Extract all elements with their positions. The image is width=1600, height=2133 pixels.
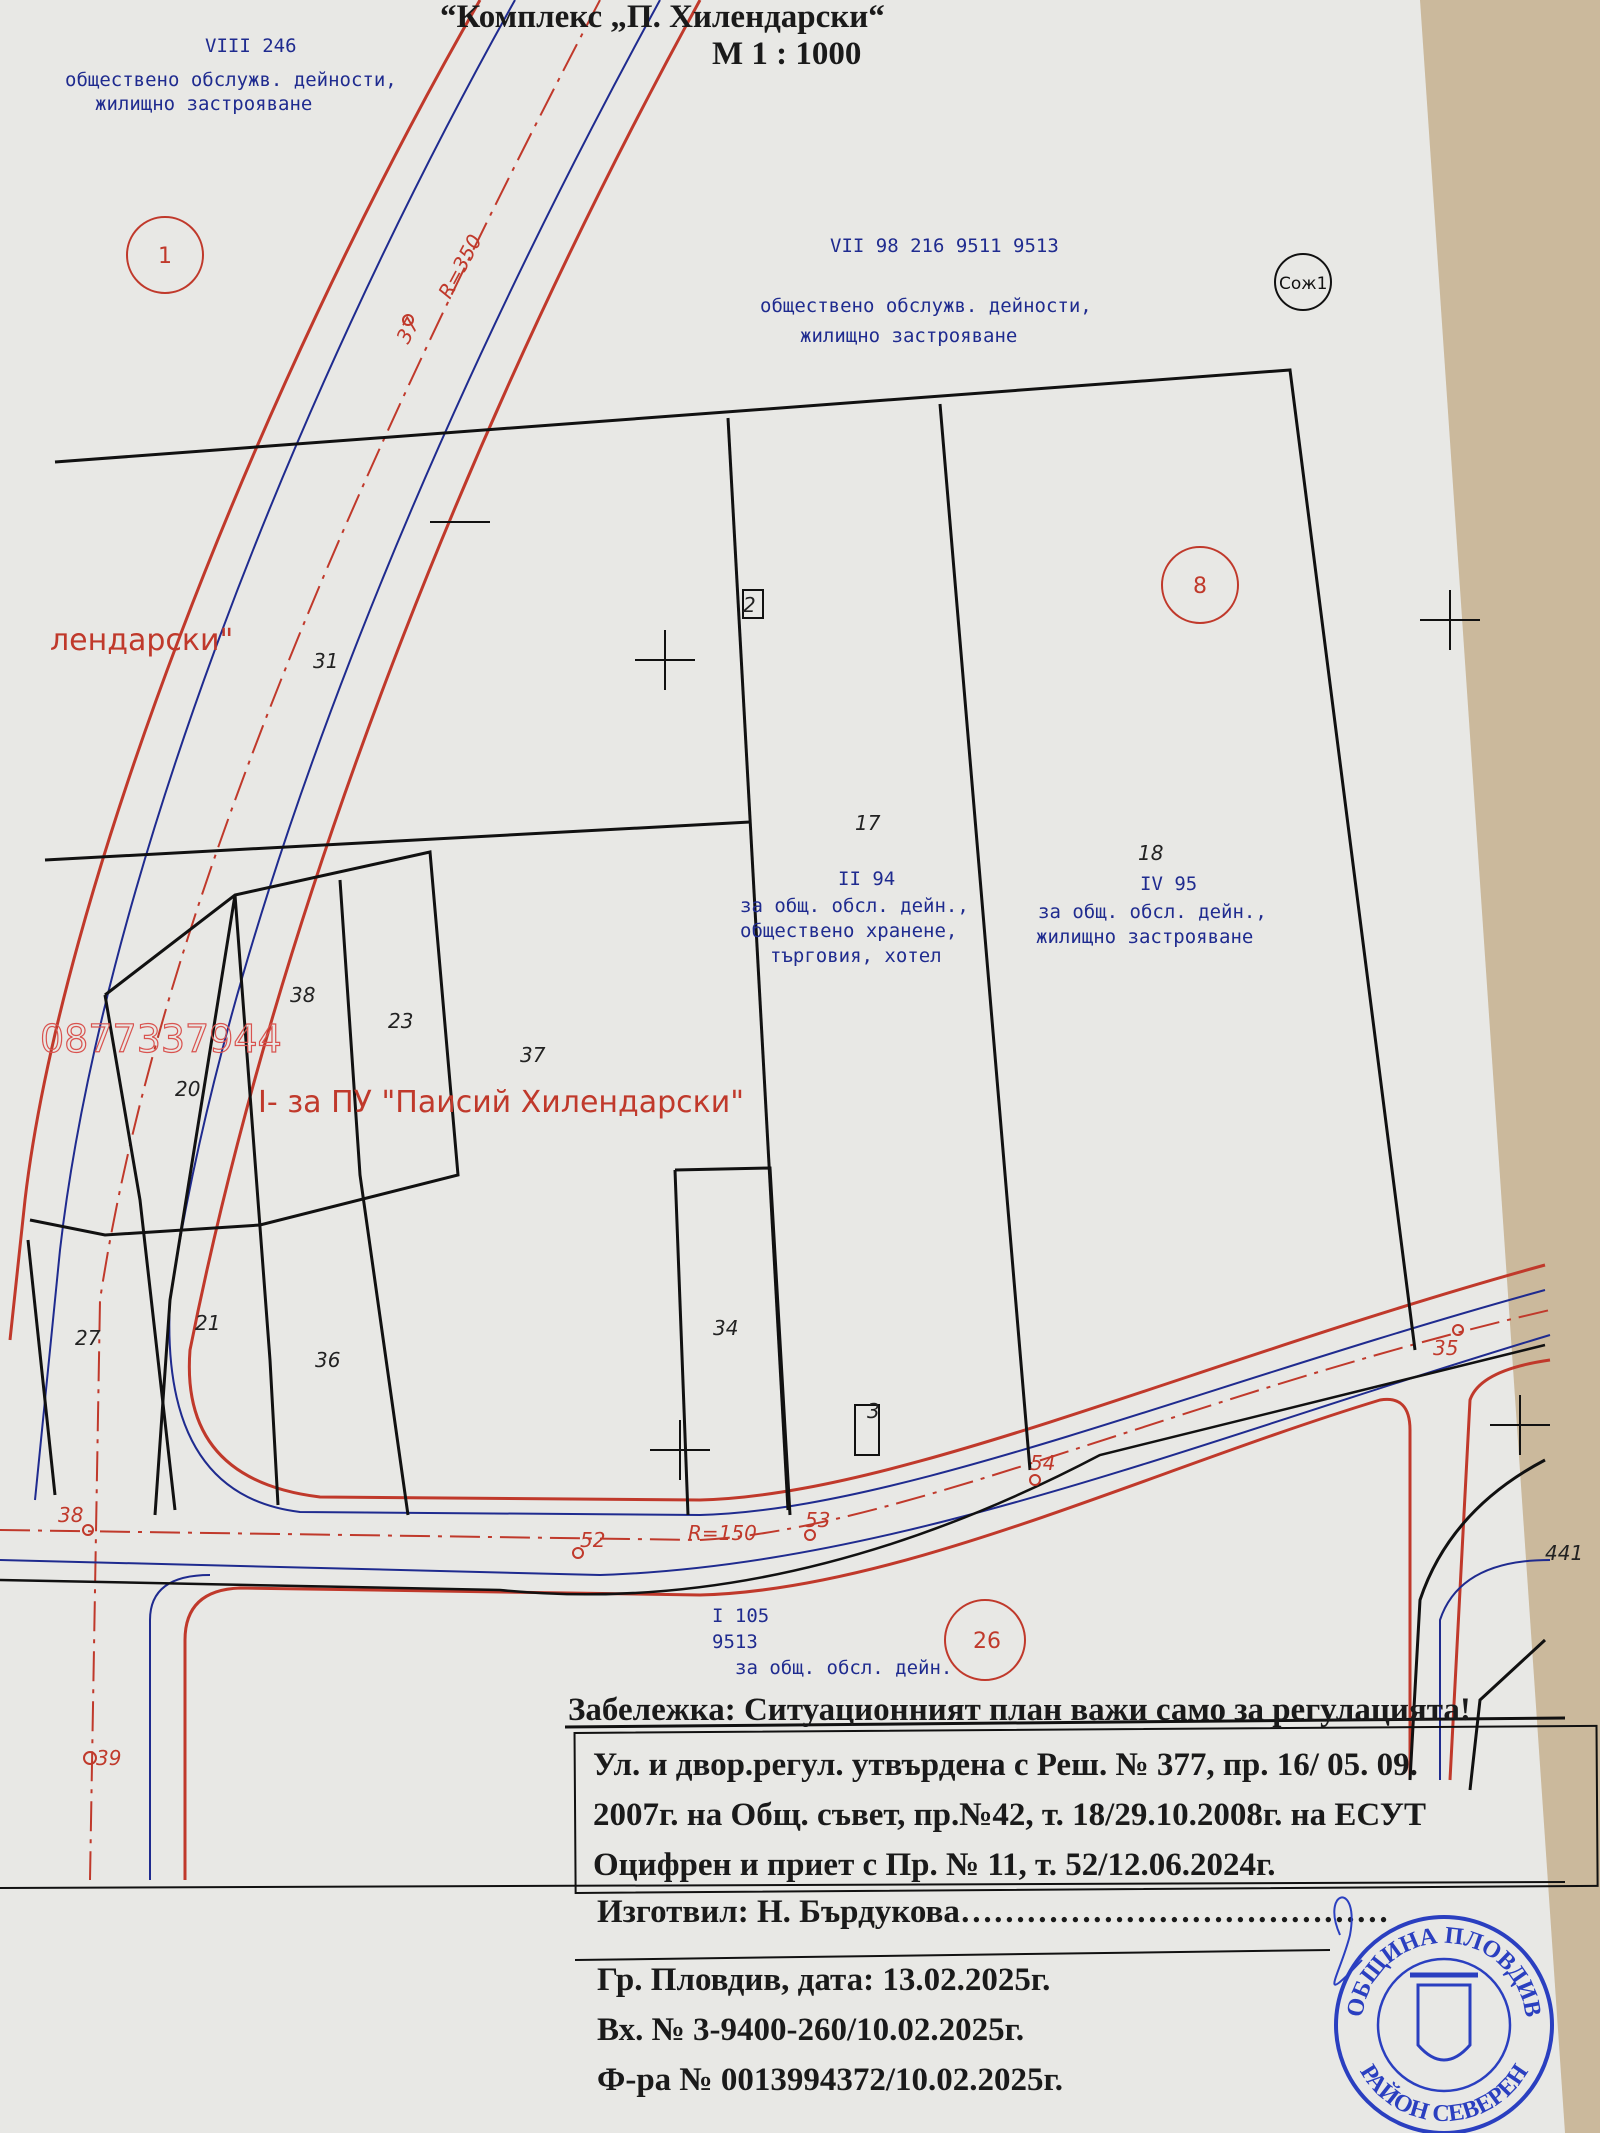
invoice-number: Ф-ра № 0013994372/10.02.2025г. [597, 2062, 1063, 2098]
remark-note: Забележка: Ситуационният план важи само … [568, 1692, 1471, 1728]
road-red-east-2 [1448, 1358, 1551, 1781]
parcel-use: за общ. обсл. дейн., [1038, 901, 1267, 923]
road-red-east [187, 0, 1546, 1502]
parcel-use: обществено обслужв. дейности, [65, 69, 397, 91]
parcel-use: жилищно застрояване [95, 93, 312, 115]
lot-number: 3 [867, 1399, 880, 1423]
road-blue-south [0, 1334, 1551, 1577]
point-number: 441 [1545, 1541, 1583, 1565]
lot-number: 23 [388, 1009, 413, 1033]
road-blue-west [34, 0, 516, 1501]
lot-number: 36 [315, 1348, 340, 1372]
lot-number: 20 [175, 1077, 200, 1101]
parcel-use: жилищно застрояване [800, 325, 1017, 347]
coat-of-arms-icon [1416, 1983, 1472, 2062]
parcel-id: I 105 [712, 1605, 769, 1627]
road-blue-south-2 [149, 1574, 211, 1880]
place-date: Гр. Пловдив, дата: 13.02.2025г. [597, 1962, 1050, 1998]
note-line: Ул. и двор.регул. утвърдена с Реш. № 377… [593, 1747, 1418, 1783]
school-parcel-label: I- за ПУ "Паисий Хилендарски" [258, 1085, 744, 1120]
lot-number: 34 [713, 1316, 738, 1340]
note-line: 2007г. на Общ. съвет, пр.№42, т. 18/29.1… [593, 1797, 1426, 1833]
plan-title: “Комплекс „П. Хилендарски“ [440, 0, 885, 35]
incoming-number: Вх. № 3-9400-260/10.02.2025г. [597, 2012, 1024, 2048]
parcel-use: жилищно застрояване [1036, 926, 1253, 948]
parcel-use: обществено хранене, [740, 920, 957, 942]
grid-crosses [430, 521, 1550, 1480]
parcel-use: за общ. обсл. дейн. [735, 1657, 952, 1679]
point-number: 54 [1030, 1451, 1055, 1475]
note-line: Оцифрен и приет с Пр. № 11, т. 52/12.06.… [593, 1847, 1275, 1883]
road-blue-east [168, 0, 1546, 1517]
block-circle [944, 1599, 1026, 1681]
block-circle [126, 216, 204, 294]
lot-number: 17 [855, 811, 881, 835]
road-blue-east-2 [1439, 1559, 1551, 1780]
parcel-id: IV 95 [1140, 873, 1197, 895]
building-outline [854, 1404, 880, 1456]
signature [1333, 1896, 1363, 1986]
road-axis-south [0, 1309, 1551, 1542]
block-circle [1274, 253, 1332, 311]
lot-number: 31 [313, 649, 338, 673]
lot-number: 21 [195, 1311, 220, 1335]
parcel-boundaries [0, 368, 1547, 1791]
block-number: 8 [1193, 574, 1207, 599]
lot-number: 2 [743, 593, 756, 617]
lot-number: 18 [1138, 841, 1163, 865]
paper-sheet [0, 0, 1565, 2133]
notes-block: Забележка: Ситуационният план важи само … [0, 1692, 1599, 2098]
parcel-id: II 94 [838, 868, 895, 890]
lot-number: 37 [520, 1043, 546, 1067]
phone-watermark: 0877337944 [40, 1017, 282, 1061]
point-number: 35 [1433, 1336, 1458, 1360]
road-red-west [8, 0, 482, 1341]
parcel-use: за общ. обсл. дейн., [740, 895, 969, 917]
road-red-south [183, 1397, 1412, 1880]
parcel-use: обществено обслужв. дейности, [760, 295, 1092, 317]
point-number: 38 [58, 1503, 83, 1527]
point-number: 39 [96, 1746, 121, 1770]
school-label-fragment: лендарски" [50, 623, 233, 658]
parcel-id: VII 98 216 9511 9513 [830, 235, 1059, 257]
plan-scale: М 1 : 1000 [712, 36, 861, 72]
point-number: 52 [580, 1528, 605, 1552]
radius-label: R=150 [688, 1521, 757, 1545]
survey-points [82, 314, 1464, 1765]
block-number: 26 [973, 1629, 1001, 1654]
prepared-by: Изготвил: Н. Бърдукова………………………………… [597, 1894, 1389, 1930]
block-number: 1 [158, 244, 172, 269]
parcel-sub: 9513 [712, 1631, 758, 1653]
block-circle [1161, 546, 1239, 624]
point-number: 53 [805, 1508, 830, 1532]
parcel-id: VIII 246 [205, 35, 297, 57]
parcel-use: търговия, хотел [770, 945, 942, 967]
lot-number: 27 [75, 1326, 101, 1350]
lot-number: 38 [290, 983, 315, 1007]
block-number: Сож1 [1279, 274, 1327, 294]
building-outline [742, 589, 764, 619]
